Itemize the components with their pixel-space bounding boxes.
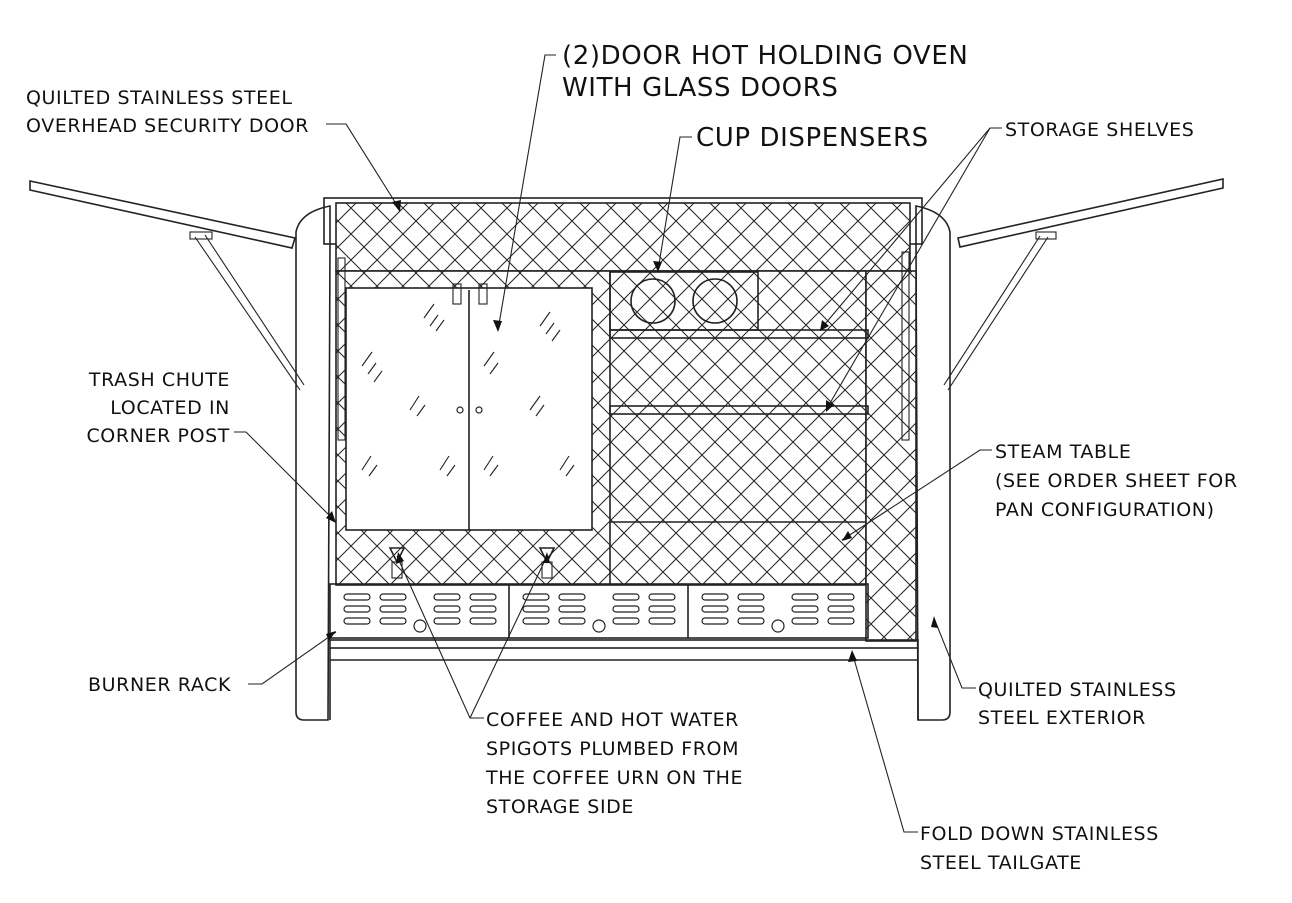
right-interior-panel: [865, 270, 917, 642]
label-storage-shelves-line1: STORAGE SHELVES: [1005, 119, 1194, 141]
label-cup-dispensers-line1: CUP DISPENSERS: [696, 123, 929, 153]
burner-vent-slot: [379, 617, 407, 625]
glass-reflection-marks: [361, 303, 575, 477]
burner-vent-slot: [433, 617, 461, 625]
label-oven: (2)DOOR HOT HOLDING OVEN WITH GLASS DOOR…: [562, 41, 968, 103]
label-trash-chute-line2: LOCATED IN: [110, 397, 230, 419]
burner-vent-slot: [737, 605, 765, 613]
burner-vent-slot: [827, 605, 855, 613]
burner-vent-slot: [343, 593, 371, 601]
burner-knob: [413, 619, 427, 633]
burner-knob: [592, 619, 606, 633]
hot-holding-oven: [345, 283, 593, 531]
burner-vent-slot: [522, 617, 550, 625]
label-oven-line2: WITH GLASS DOORS: [562, 73, 838, 103]
label-tailgate-line1: FOLD DOWN STAINLESS: [920, 823, 1159, 845]
burner-vent-slot: [558, 593, 586, 601]
burner-vent-slot: [612, 593, 640, 601]
burner-vent-slot: [522, 605, 550, 613]
label-overhead-door-line1: QUILTED STAINLESS STEEL: [26, 87, 293, 109]
burner-vent-slot: [648, 617, 676, 625]
label-steam-table-line2: (SEE ORDER SHEET FOR: [995, 470, 1238, 492]
gas-struts: [337, 251, 910, 441]
burner-vent-slot: [469, 617, 497, 625]
burner-vent-slot: [469, 593, 497, 601]
label-spigots-line4: STORAGE SIDE: [486, 796, 634, 818]
burner-vent-slot: [827, 593, 855, 601]
burner-vent-slot: [791, 617, 819, 625]
label-quilted-exterior-line1: QUILTED STAINLESS: [978, 679, 1177, 701]
label-oven-line1: (2)DOOR HOT HOLDING OVEN: [562, 41, 968, 71]
label-spigots-line2: SPIGOTS PLUMBED FROM: [486, 738, 739, 760]
burner-vent-slot: [827, 617, 855, 625]
label-tailgate-line2: STEEL TAILGATE: [920, 852, 1082, 874]
label-spigots-line3: THE COFFEE URN ON THE: [485, 767, 743, 789]
burner-vent-slot: [343, 617, 371, 625]
burner-vent-slot: [791, 593, 819, 601]
label-overhead-door: QUILTED STAINLESS STEEL OVERHEAD SECURIT…: [26, 87, 309, 137]
burner-vent-slot: [701, 593, 729, 601]
label-storage-shelves: STORAGE SHELVES: [1005, 119, 1194, 141]
burner-vent-slot: [701, 617, 729, 625]
burner-vent-slot: [469, 605, 497, 613]
label-burner-rack-line1: BURNER RACK: [88, 674, 231, 696]
right-awning: [943, 178, 1224, 391]
burner-vent-slot: [343, 605, 371, 613]
left-corner-post: [295, 205, 331, 721]
burner-vent-slot: [612, 605, 640, 613]
label-trash-chute: TRASH CHUTE LOCATED IN CORNER POST: [86, 369, 230, 447]
label-steam-table: STEAM TABLE (SEE ORDER SHEET FOR PAN CON…: [995, 441, 1238, 521]
burner-vent-slot: [737, 617, 765, 625]
burner-rack: [329, 583, 869, 639]
burner-vent-slot: [701, 605, 729, 613]
burner-vent-slot: [433, 605, 461, 613]
burner-vent-slot: [612, 617, 640, 625]
burner-vent-slot: [791, 605, 819, 613]
right-corner-post: [915, 205, 951, 721]
leader-lines: [234, 54, 1002, 833]
overhead-security-door: [323, 197, 923, 272]
label-tailgate: FOLD DOWN STAINLESS STEEL TAILGATE: [920, 823, 1159, 874]
label-steam-table-line3: PAN CONFIGURATION): [995, 499, 1215, 521]
label-quilted-exterior-line2: STEEL EXTERIOR: [978, 707, 1146, 729]
burner-vent-slot: [737, 593, 765, 601]
burner-knob: [771, 619, 785, 633]
label-cup-dispensers: CUP DISPENSERS: [696, 123, 929, 153]
label-trash-chute-line3: CORNER POST: [86, 425, 230, 447]
storage-shelves: [609, 272, 869, 585]
fold-down-tailgate: [329, 639, 919, 720]
label-steam-table-line1: STEAM TABLE: [995, 441, 1131, 463]
burner-vent-slot: [379, 605, 407, 613]
label-spigots-line1: COFFEE AND HOT WATER: [486, 709, 739, 731]
burner-vent-slot: [433, 593, 461, 601]
burner-vent-slot: [558, 617, 586, 625]
label-burner-rack: BURNER RACK: [88, 674, 231, 696]
arrowheads: [326, 200, 938, 662]
left-awning: [29, 180, 305, 391]
label-overhead-door-line2: OVERHEAD SECURITY DOOR: [26, 115, 309, 137]
burner-vent-slot: [558, 605, 586, 613]
burner-vent-slot: [648, 605, 676, 613]
label-quilted-exterior: QUILTED STAINLESS STEEL EXTERIOR: [978, 679, 1177, 729]
burner-vent-slot: [522, 593, 550, 601]
label-spigots: COFFEE AND HOT WATER SPIGOTS PLUMBED FRO…: [485, 709, 743, 818]
burner-vent-slot: [379, 593, 407, 601]
label-trash-chute-line1: TRASH CHUTE: [88, 369, 230, 391]
burner-vent-slot: [648, 593, 676, 601]
